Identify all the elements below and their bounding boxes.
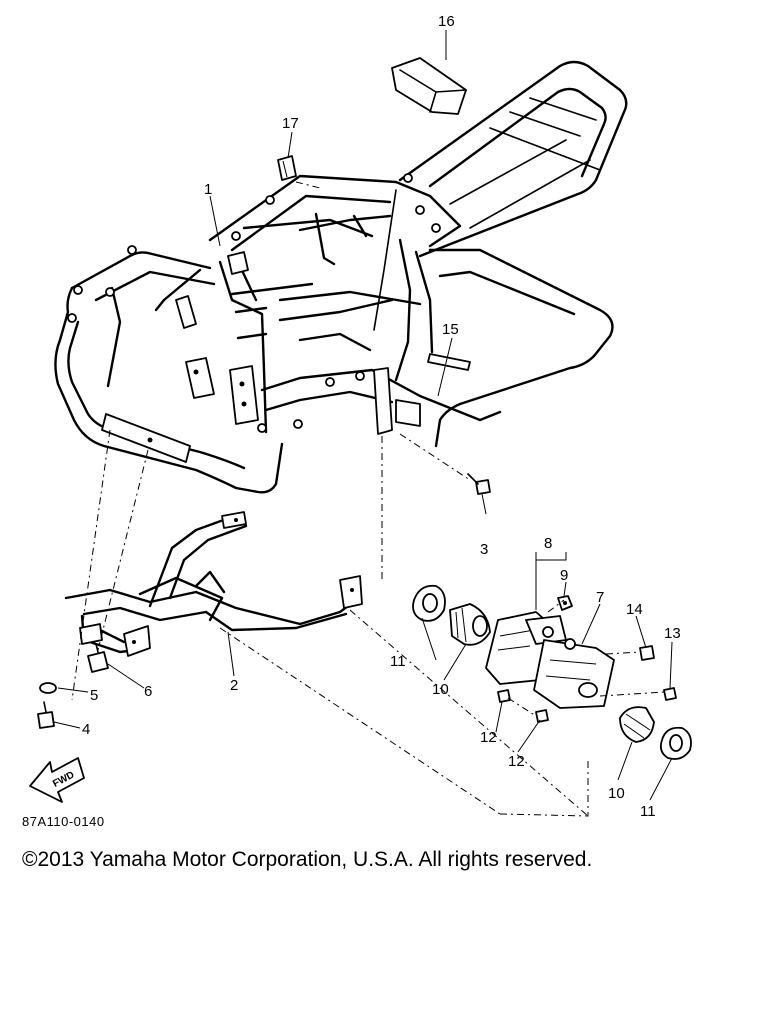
part-13-bolt [663, 687, 677, 701]
part-11-gasket-right [659, 726, 692, 760]
part-16-pad [391, 57, 467, 115]
callout-4: 4 [82, 721, 90, 738]
part-10-boot-right [619, 706, 655, 743]
callout-13: 13 [664, 625, 681, 642]
callout-5: 5 [90, 687, 98, 704]
part-9-nut [557, 595, 573, 611]
callout-1: 1 [204, 181, 212, 198]
part-3-bolt [467, 473, 491, 495]
callout-17: 17 [282, 115, 299, 132]
part-12-bolt-a [497, 689, 511, 703]
main-frame [54, 60, 628, 494]
callout-11-right: 11 [640, 803, 656, 820]
diagram-code: 87A110-0140 [22, 814, 105, 829]
copyright-notice: ©2013 Yamaha Motor Corporation, U.S.A. A… [22, 848, 593, 871]
callout-7: 7 [596, 589, 604, 606]
part-11-gasket-left [412, 584, 446, 622]
callout-labels: 16 17 1 15 3 8 9 7 14 13 11 10 12 12 10 … [82, 13, 681, 820]
callout-12-a: 12 [480, 729, 497, 746]
callout-12-b: 12 [508, 753, 525, 770]
callout-15: 15 [442, 321, 459, 338]
leader-lines [53, 30, 673, 801]
part-14-bolt [639, 645, 655, 661]
callout-10-right: 10 [608, 785, 625, 802]
callout-16: 16 [438, 13, 455, 30]
part-2-subframe [64, 511, 363, 657]
callout-3: 3 [480, 541, 488, 558]
part-10-boot-left [449, 603, 491, 646]
callout-9: 9 [560, 567, 568, 584]
part-12-bolt-b [535, 709, 549, 723]
part-4-bolt [37, 701, 55, 729]
parts-diagram: 16 17 1 15 3 8 9 7 14 13 11 10 12 12 10 … [22, 13, 692, 829]
callout-14: 14 [626, 601, 643, 618]
alignment-lines [71, 181, 665, 817]
fwd-arrow-icon: FWD [29, 757, 85, 803]
callout-11-left: 11 [390, 653, 406, 670]
callout-6: 6 [144, 683, 152, 700]
callout-8: 8 [544, 535, 552, 552]
part-6-bolt [87, 643, 109, 673]
callout-10-left: 10 [432, 681, 449, 698]
callout-2: 2 [230, 677, 238, 694]
part-5-washer [39, 682, 57, 694]
part-17-grommet [277, 155, 297, 181]
part-7-housing-right [533, 638, 615, 709]
